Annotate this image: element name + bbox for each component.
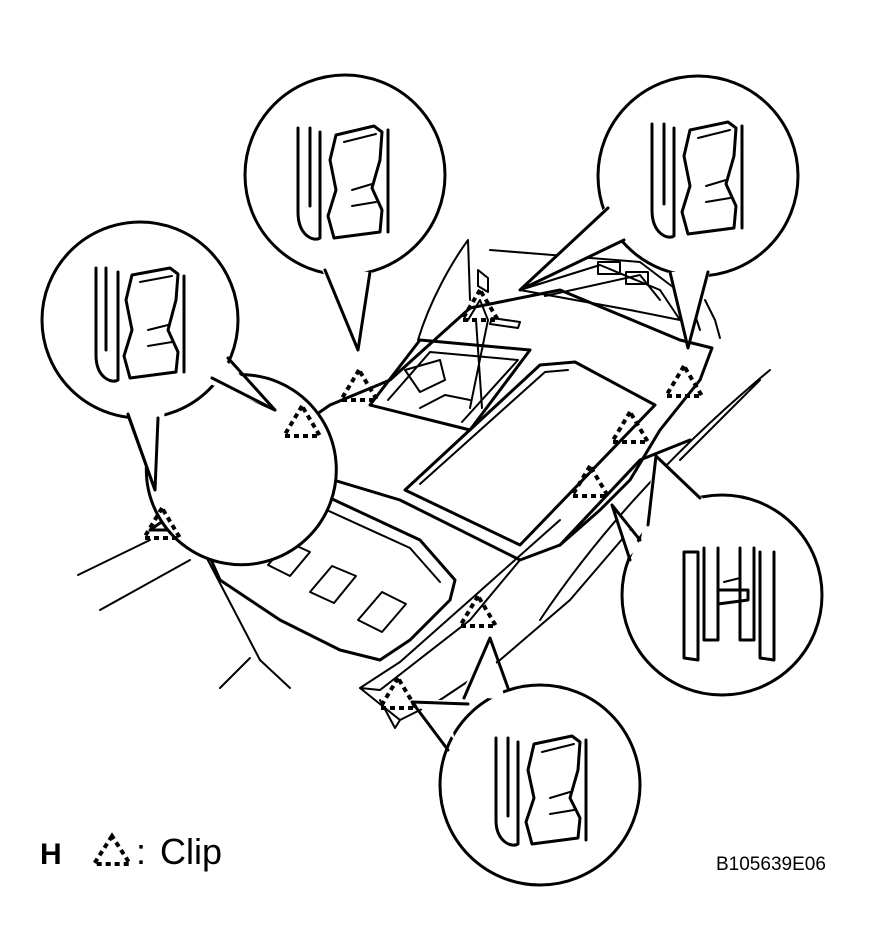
clip-detail-bubble-top-left [243, 73, 447, 352]
figure-code: B105639E06 [716, 854, 826, 875]
clip-icon [650, 120, 744, 239]
clip-icon [296, 124, 390, 241]
clip-icon [94, 266, 186, 383]
clip-icon [494, 734, 588, 847]
clip-marker-icon [376, 674, 420, 710]
legend-separator: : [136, 831, 146, 872]
clip-detail-bubble-right [610, 454, 824, 697]
clip-marker-icon [662, 362, 706, 398]
h-clip-icon [682, 546, 776, 662]
clip-marker-icon [337, 366, 381, 402]
legend-letter: H [40, 838, 62, 871]
clip-detail-bubble-bottom [410, 636, 642, 887]
clip-detail-bubble-left [40, 220, 338, 567]
legend: H : Clip [40, 831, 222, 872]
legend-label: Clip [160, 831, 222, 872]
legend-clip-icon [90, 832, 134, 866]
clip-detail-bubble-top-right [518, 74, 800, 350]
